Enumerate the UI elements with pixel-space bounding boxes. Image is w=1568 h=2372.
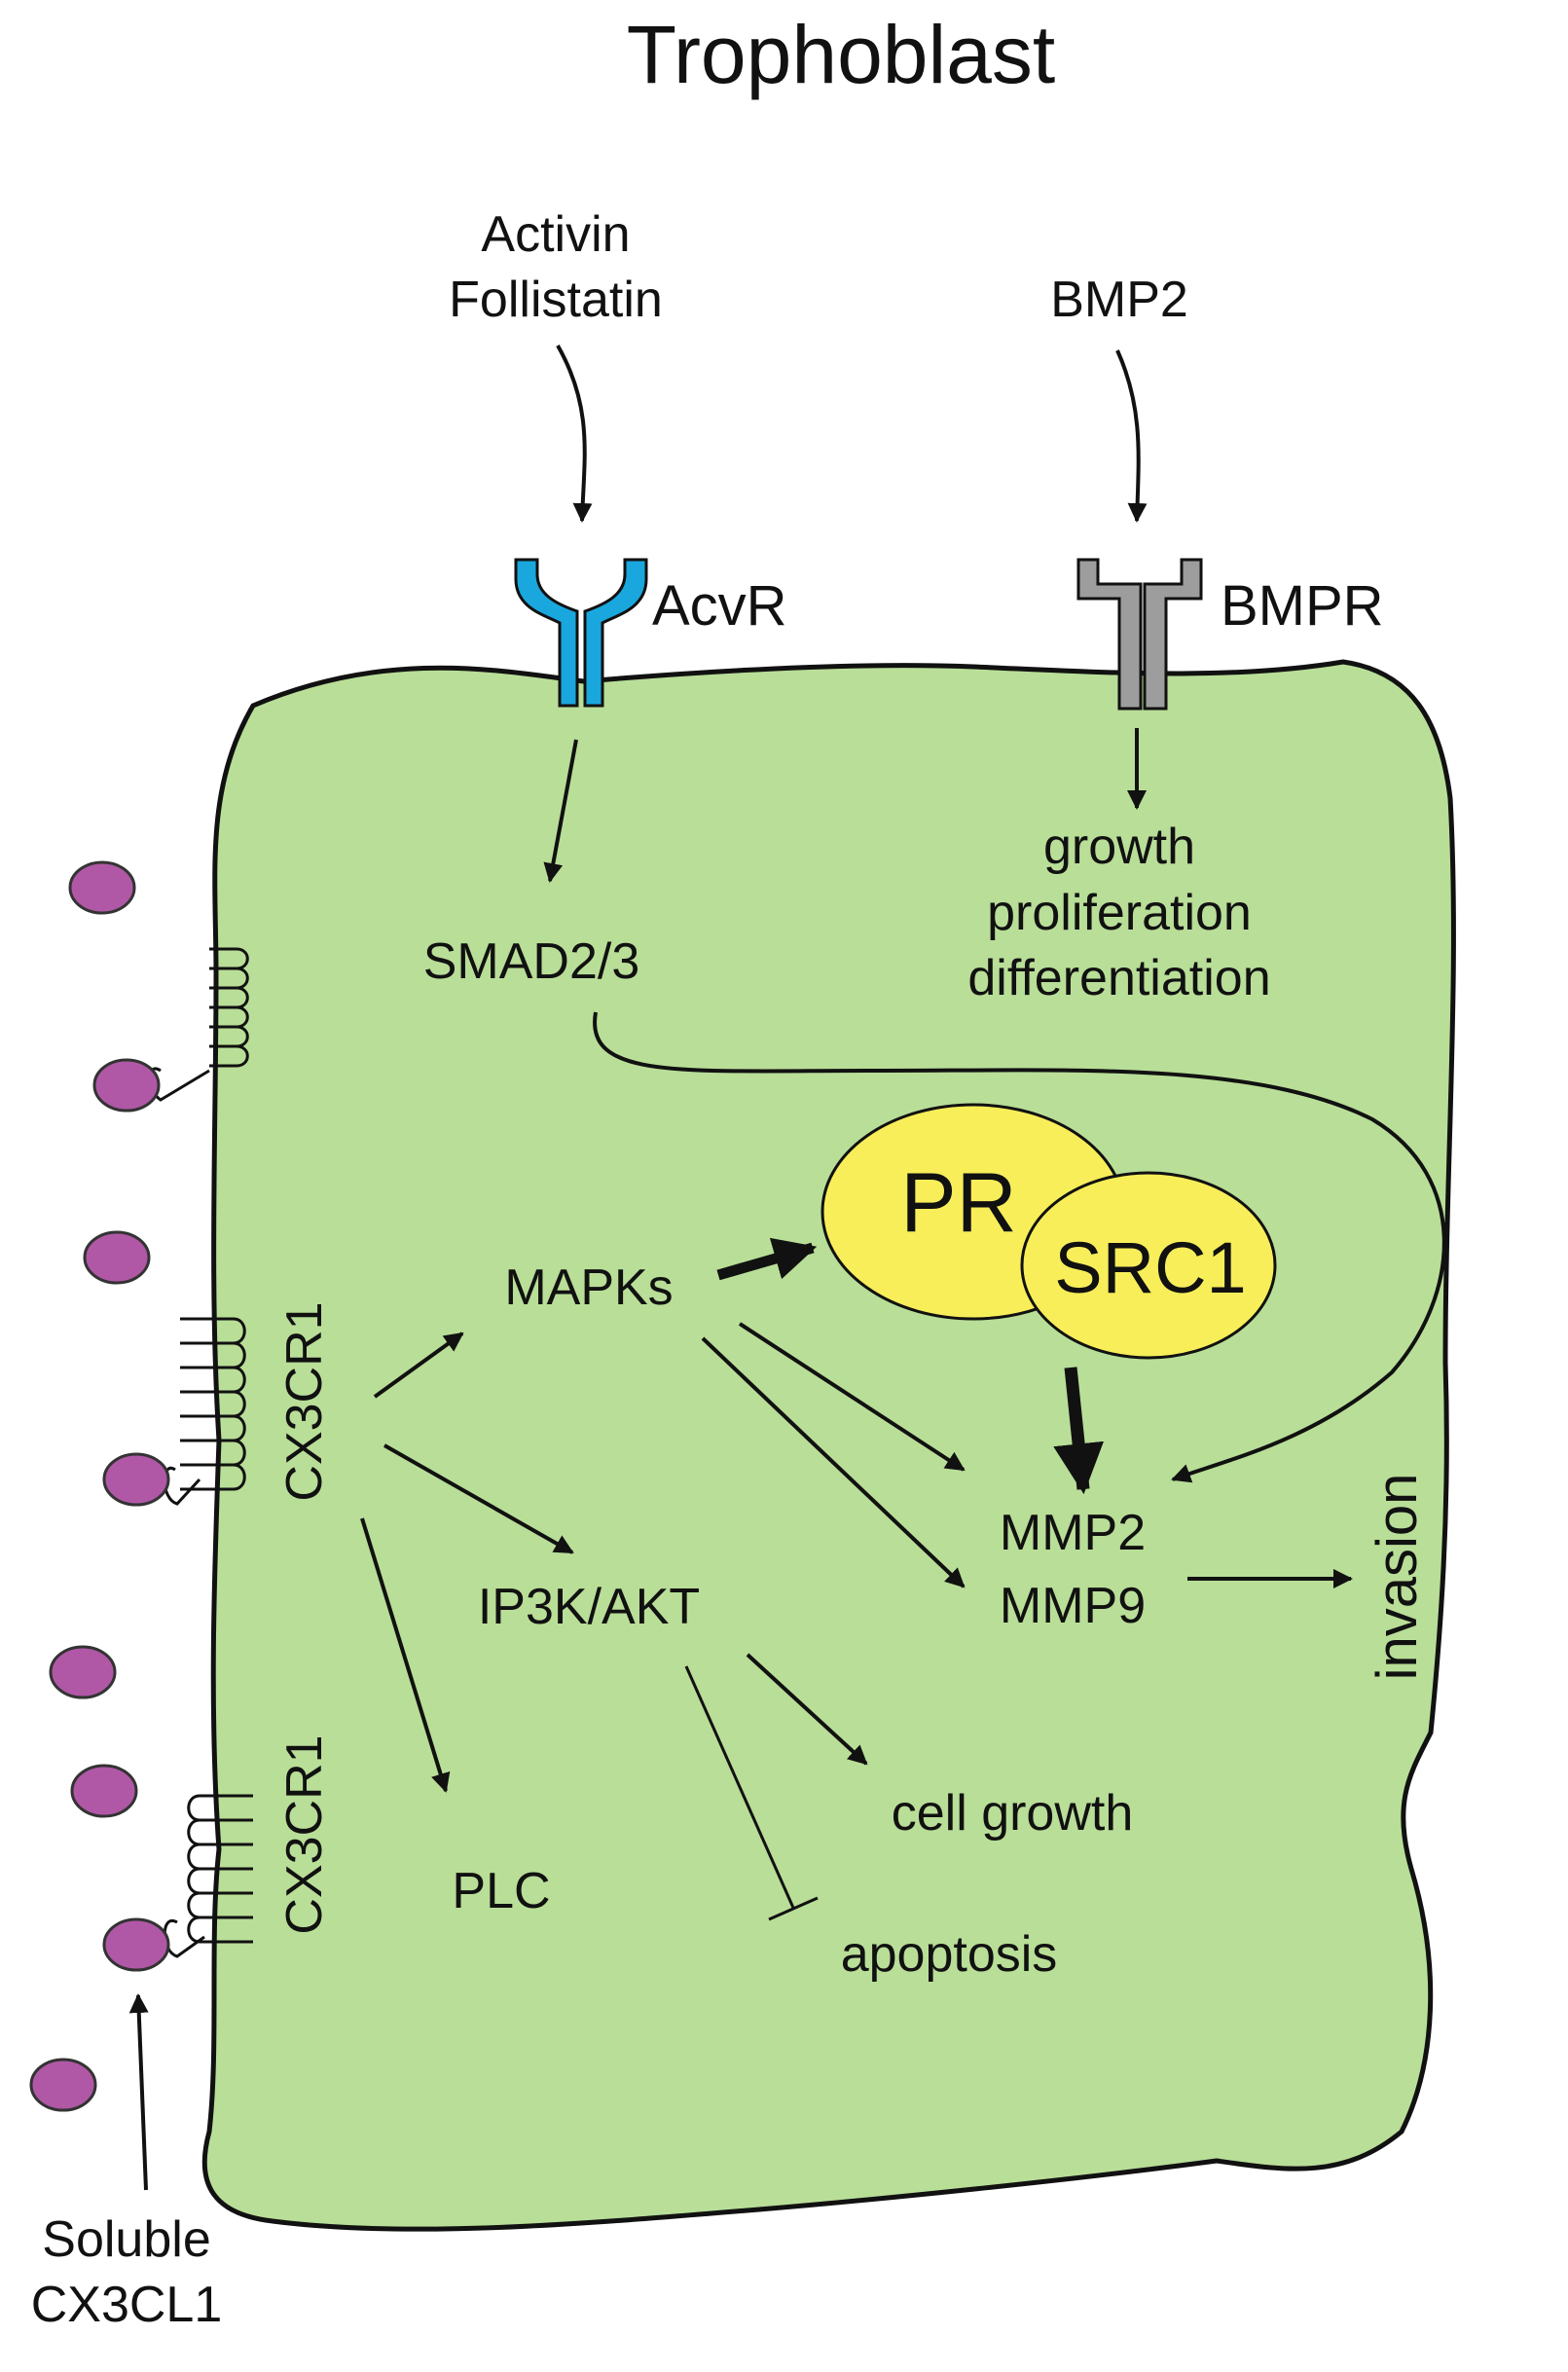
mapks-to-mmp2-arrow [738,1322,966,1472]
plc-label: PLC [452,1863,550,1919]
bmpr-receptor [1076,558,1203,711]
src1-label: SRC1 [1054,1227,1246,1308]
bmpr-label: BMPR [1221,574,1384,638]
ligand-dot [92,1058,161,1113]
mapks-to-pr-arrow [716,1237,818,1281]
apoptosis-inhibition-bar [768,1896,819,1921]
acvr-label: AcvR [652,574,787,638]
diagram-title: Trophoblast [627,9,1055,100]
proliferation-label: proliferation [987,885,1252,941]
growth-label: growth [1043,819,1195,875]
ligand-dot [70,1764,138,1818]
ip3k-inhibits-apoptosis-line [684,1665,795,1909]
ip3k-to-cell-growth-arrow [746,1653,868,1766]
mmp2-label: MMP2 [1000,1505,1146,1561]
cx3cr1-to-ip3k-arrow [383,1443,574,1554]
ip3k-label: IP3K/AKT [478,1579,700,1635]
acvr-to-smad-arrow [543,739,578,883]
ligand-dot [102,1452,170,1507]
cx3cl1-ligand-dots [29,860,170,2112]
mmp9-label: MMP9 [1000,1578,1146,1634]
ligand-dot [49,1645,117,1699]
cx3cr1-receptor-bottom [163,1794,253,1958]
src1-ellipse [1020,1171,1277,1360]
trophoblast-cell [201,659,1456,2232]
src1-to-mmp-arrow [1053,1367,1105,1495]
activin-label: Activin [481,206,630,263]
differentiation-label: differentiation [967,950,1270,1006]
mapks-label: MAPKs [504,1259,673,1316]
activin-arrow [556,345,593,523]
mapks-to-mmp9-arrow [701,1336,966,1588]
bmp2-label: BMP2 [1050,272,1188,328]
invasion-label: invasion [1366,1474,1429,1681]
ligand-dot [102,1917,170,1972]
pr-label: PR [900,1156,1016,1250]
soluble-label: Soluble [42,2211,210,2268]
cell-growth-label: cell growth [892,1785,1134,1842]
soluble-cx3cl1-arrow [128,1993,149,2191]
bmp2-arrow [1115,349,1148,523]
cx3cr1-to-mapks-arrow [373,1332,464,1399]
smad-to-mmp-arrow [593,1011,1446,1483]
smad-label: SMAD2/3 [423,933,640,990]
apoptosis-label: apoptosis [841,1926,1058,1983]
cx3cr1-label-upper: CX3CR1 [276,1301,333,1501]
cx3cl1-label: CX3CL1 [31,2277,223,2333]
acvr-receptor [514,558,648,708]
follistatin-label: Follistatin [449,272,663,328]
cx3cr1-label-lower: CX3CR1 [276,1734,333,1934]
ligand-dot [83,1230,151,1285]
cx3cr1-to-plc-arrow [360,1517,451,1793]
ligand-dot [68,860,136,915]
ligand-dot [29,2058,97,2112]
